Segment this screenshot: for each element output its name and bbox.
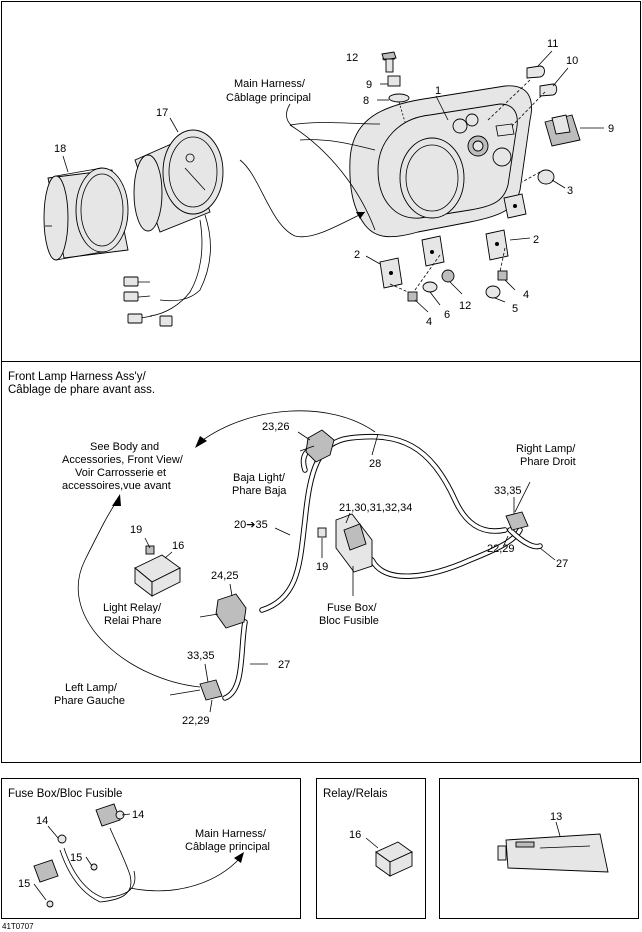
left-lamp-line2: Phare Gauche [54, 695, 125, 707]
callout-24-25: 24,25 [211, 570, 239, 582]
switch-9 [544, 114, 581, 147]
callout-10: 11 [547, 38, 558, 50]
relay-panel-labels: Relay/Relais 16 [323, 788, 388, 841]
fuse-box-panel-title: Fuse Box/Bloc Fusible [8, 788, 122, 800]
see-body-line4: accessoires,vue avant [62, 480, 171, 492]
fuse-box-part-upper [95, 803, 121, 827]
tube-panel-labels: 13 [550, 811, 562, 823]
fuse-box-line2: Bloc Fusible [319, 615, 379, 627]
callout-5: 5 [512, 303, 518, 315]
relay-16 [134, 545, 181, 597]
instrument-leaders [62, 50, 604, 313]
callout-21-34: 21,30,31,32,34 [339, 502, 412, 514]
light-relay-line2: Relai Phare [104, 615, 161, 627]
callout-4-left: 4 [426, 316, 432, 328]
light-relay-line1: Light Relay/ [103, 602, 162, 614]
main-harness-label-line2: Câblage principal [226, 92, 311, 104]
see-body-line1: See Body and [90, 441, 159, 453]
instrument-housing-1 [349, 85, 532, 238]
callout-22-29-left: 22,29 [182, 715, 210, 727]
relay-panel-illustration [365, 837, 413, 877]
cap-3 [537, 169, 555, 185]
callout-9-label: 9 [608, 123, 614, 135]
front-lamp-labels: Front Lamp Harness Ass'y/ Câblage de pha… [8, 371, 576, 727]
callout-14-left: 14 [36, 815, 48, 827]
callout-8: 9 [366, 79, 372, 91]
small-hardware [407, 269, 508, 302]
callout-16-front: 16 [172, 540, 184, 552]
fb-main-harness-line1: Main Harness/ [195, 828, 267, 840]
callout-27-right: 27 [556, 558, 568, 570]
relay-panel-frame [316, 778, 426, 919]
baja-line2: Phare Baja [232, 485, 287, 497]
right-lamp-connector [505, 511, 529, 531]
see-body-line3: Voir Carrosserie et [75, 467, 166, 479]
callout-12-top: 12 [346, 52, 358, 64]
callout-17: 17 [156, 107, 168, 119]
callout-15-lower: 15 [18, 878, 30, 890]
see-body-line2: Accessories, Front View/ [62, 454, 184, 466]
relay-panel-title: Relay/Relais [323, 788, 388, 800]
fuse-box-panel-labels: Fuse Box/Bloc Fusible Main Harness/ Câbl… [8, 788, 270, 890]
callout-18: 18 [54, 143, 66, 155]
callout-22-29-right: 22,29 [487, 543, 515, 555]
fb-main-harness-line2: Câblage principal [185, 841, 270, 853]
baja-line1: Baja Light/ [233, 472, 286, 484]
callout-20-35: 20➔35 [234, 519, 268, 531]
front-lamp-title-line1: Front Lamp Harness Ass'y/ [8, 371, 146, 383]
fuse-box-part-lower [33, 859, 59, 883]
brackets-2 [379, 193, 527, 289]
gauge-17 [133, 129, 224, 233]
callout-13: 13 [550, 811, 562, 823]
main-harness-label-line1: Main Harness/ [234, 78, 306, 90]
relay-connector-24-25 [215, 593, 247, 629]
right-lamp-line2: Phare Droit [520, 456, 576, 468]
front-lamp-harness-illustration [78, 410, 543, 701]
fuse-box-panel-frame [1, 778, 301, 919]
callout-7: 8 [363, 95, 369, 107]
callout-28: 28 [369, 458, 381, 470]
instrument-callouts: 12 9 8 1 11 10 10 9 3 2 2 4 6 12 4 5 17 … [54, 38, 614, 328]
callout-2-right: 2 [533, 234, 539, 246]
tube-panel-frame [439, 778, 639, 919]
fuse-box-line1: Fuse Box/ [327, 602, 377, 614]
callout-1: 1 [435, 85, 441, 97]
gauge-connectors [123, 276, 173, 327]
callout-16-relay: 16 [349, 829, 361, 841]
fuse-box-panel-illustration [33, 803, 244, 908]
fuse-box-assembly [317, 513, 373, 573]
instrument-cluster-illustration [43, 51, 581, 327]
front-lamp-harness-frame [1, 361, 641, 763]
right-lamp-line1: Right Lamp/ [516, 443, 576, 455]
front-lamp-leaders [144, 431, 556, 713]
callout-6: 6 [444, 309, 450, 321]
sealant-tube-illustration [497, 821, 609, 873]
callout-2-left: 2 [354, 249, 360, 261]
diagram-code: 41T0707 [2, 922, 34, 931]
left-lamp-connector [199, 679, 223, 701]
callout-23-26: 23,26 [262, 421, 290, 433]
callout-11: 10 [566, 55, 578, 67]
callout-19-right: 19 [316, 561, 328, 573]
callout-3: 3 [567, 185, 573, 197]
callout-27-left: 27 [278, 659, 290, 671]
callout-4-right: 4 [523, 289, 529, 301]
callout-33-35-right: 33,35 [494, 485, 522, 497]
front-lamp-title-line2: Câblage de phare avant ass. [8, 384, 155, 396]
trim-ring-18 [43, 167, 129, 261]
left-lamp-line1: Left Lamp/ [65, 682, 118, 694]
baja-connector [305, 429, 335, 463]
callout-12-bottom: 12 [459, 300, 471, 312]
callout-19-left: 19 [130, 524, 142, 536]
callout-14-right: 14 [132, 809, 144, 821]
callout-15-upper: 15 [70, 852, 82, 864]
bulbs-10-11 [526, 65, 558, 97]
callout-33-35-left: 33,35 [187, 650, 215, 662]
